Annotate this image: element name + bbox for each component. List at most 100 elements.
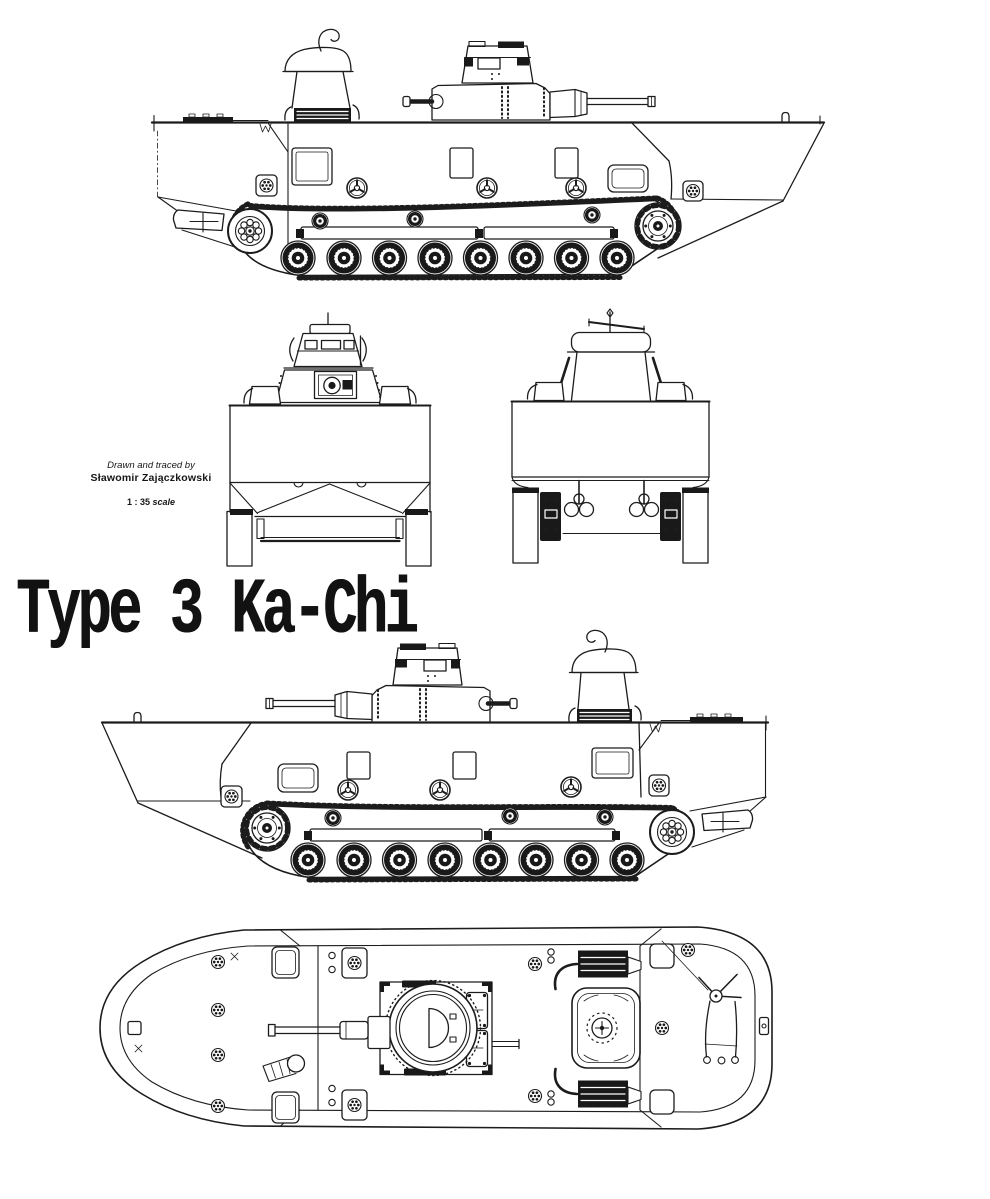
hull-port	[337, 779, 359, 801]
stern-pontoon-face	[511, 400, 710, 478]
vent-pod	[655, 381, 687, 402]
folded-davit	[661, 940, 742, 1065]
cupola	[461, 40, 534, 84]
return-roller	[406, 210, 424, 228]
turret-body	[431, 82, 551, 121]
road-wheel	[599, 240, 635, 276]
cupola	[293, 332, 363, 368]
road-wheel	[427, 842, 463, 878]
drive-sprocket	[244, 805, 290, 851]
stern-and-rudder	[157, 196, 237, 248]
bow-light	[781, 111, 790, 123]
gun-mantlet	[549, 88, 588, 119]
gun-barrel	[274, 1026, 341, 1035]
running-gear	[227, 195, 681, 281]
deck-hatch	[649, 1089, 675, 1115]
cupola-hatch	[428, 1007, 450, 1049]
side-view-left	[100, 629, 770, 883]
bow-light	[133, 711, 142, 723]
road-wheel	[381, 842, 418, 878]
vision-port	[423, 659, 447, 672]
suspension-hardware	[660, 492, 681, 541]
air-intake-funnel	[282, 28, 360, 122]
stern-and-rudder	[689, 722, 767, 848]
suspension-hardware	[540, 492, 561, 541]
turret-plan	[267, 979, 520, 1077]
credit-line: Drawn and traced by	[107, 460, 195, 471]
rudder-fin	[172, 209, 225, 232]
bolt-rosette	[210, 1047, 226, 1063]
road-wheel	[553, 240, 590, 276]
turret	[265, 642, 518, 723]
road-wheel	[472, 842, 509, 878]
hull-port	[346, 177, 368, 199]
credit-author: Sławomir Zajączkowski	[90, 472, 212, 484]
funnel	[554, 331, 668, 401]
road-wheel	[326, 240, 362, 276]
bow-pontoon-face	[229, 404, 431, 513]
cupola	[392, 642, 463, 686]
bolt-rosette	[210, 1002, 226, 1018]
hull-port	[560, 776, 582, 798]
deck-clamp	[649, 723, 662, 733]
bolt-rosette	[210, 1098, 226, 1114]
gun-mount	[367, 1015, 391, 1050]
air-intake-funnel	[568, 629, 642, 723]
deck-hatch-strip	[183, 113, 269, 123]
credit-block: Drawn and traced by Sławomir Zajączkowsk…	[56, 460, 246, 507]
hull-port	[565, 177, 587, 199]
return-roller	[324, 809, 342, 827]
road-wheel	[462, 240, 499, 276]
right-track	[682, 490, 709, 564]
road-wheel	[336, 842, 372, 878]
deck-hatch	[271, 1091, 300, 1124]
road-wheel	[371, 240, 408, 276]
funnel-stem	[586, 629, 608, 653]
gunwale-line	[119, 943, 756, 1113]
road-wheel	[518, 842, 554, 878]
gun-mantlet	[339, 1020, 369, 1040]
funnel-stem	[318, 28, 340, 52]
plan-view	[99, 926, 773, 1130]
prow-chine-lines	[257, 483, 403, 514]
road-wheel	[609, 842, 645, 878]
deck-hatch	[271, 946, 300, 979]
road-wheel	[563, 842, 600, 878]
hull-port	[476, 177, 498, 199]
engine-deck	[527, 940, 770, 1115]
stern-cleat	[758, 1016, 770, 1036]
deck-clamp	[259, 123, 272, 133]
cleaning-rod	[491, 1040, 520, 1048]
running-gear	[240, 800, 695, 883]
vision-port	[477, 57, 501, 70]
drive-sprocket	[635, 203, 681, 249]
scale-word: scale	[152, 497, 176, 507]
vent-pod	[533, 381, 565, 402]
bolt-rosette	[210, 954, 226, 970]
front-view	[226, 312, 432, 567]
return-roller	[311, 212, 329, 230]
drawing-title: Type 3 Ka-Chi	[16, 568, 419, 657]
return-roller	[583, 206, 601, 224]
rudder-fin	[701, 809, 754, 832]
vent-pod	[248, 385, 282, 405]
side-view-right	[150, 28, 826, 281]
propellers	[563, 479, 660, 518]
left-track	[226, 510, 253, 567]
deck-hatch-strip	[660, 713, 743, 723]
turret-body	[371, 684, 491, 723]
hull-outline	[99, 926, 773, 1130]
road-wheel	[508, 240, 544, 276]
gun-barrel	[272, 699, 336, 708]
road-wheel	[280, 240, 316, 276]
bow-machine-gun	[262, 1054, 306, 1083]
turret	[402, 40, 656, 121]
left-track	[512, 490, 539, 564]
gun-mantlet	[334, 690, 373, 721]
return-roller	[501, 807, 519, 825]
credit-scale: 1 : 35 scale	[56, 497, 246, 507]
right-track	[405, 510, 432, 567]
exhaust-pipe	[553, 962, 579, 991]
